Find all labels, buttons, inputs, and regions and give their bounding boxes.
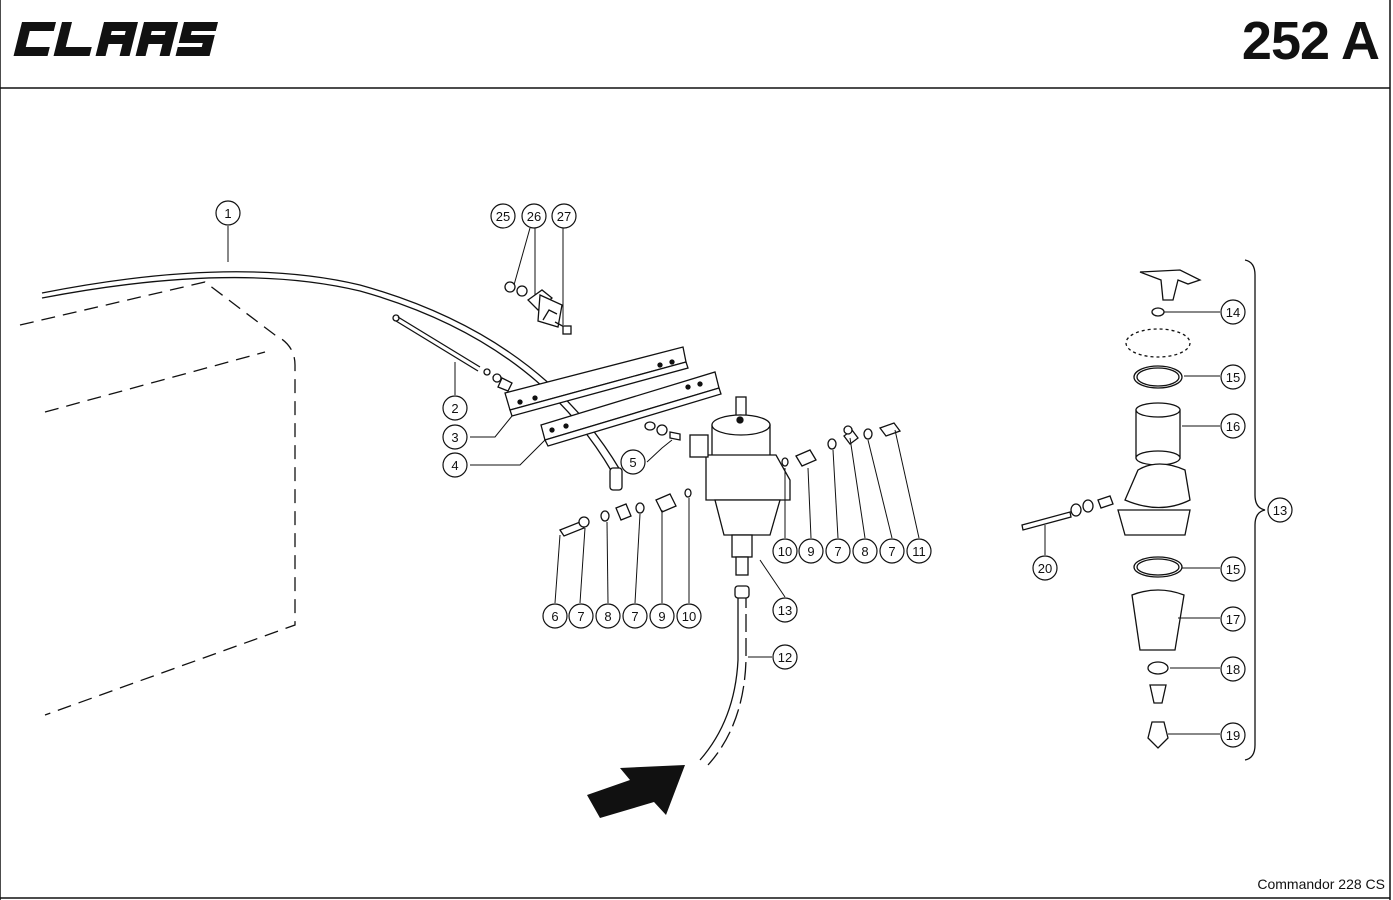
callout-4: 4	[442, 452, 468, 478]
callout-19: 19	[1220, 722, 1246, 748]
callout-14: 14	[1220, 299, 1246, 325]
callout-9: 9	[798, 538, 824, 564]
svg-text:14: 14	[1226, 305, 1240, 320]
svg-text:18: 18	[1226, 662, 1240, 677]
callout-27: 27	[551, 203, 577, 229]
svg-text:6: 6	[551, 609, 558, 624]
svg-text:8: 8	[604, 609, 611, 624]
svg-text:8: 8	[861, 544, 868, 559]
svg-text:15: 15	[1226, 370, 1240, 385]
svg-text:5: 5	[629, 455, 636, 470]
callout-10: 10	[772, 538, 798, 564]
claas-logo	[8, 14, 233, 69]
svg-text:19: 19	[1226, 728, 1240, 743]
callout-7: 7	[568, 603, 594, 629]
svg-text:7: 7	[631, 609, 638, 624]
clamp-assembly	[504, 281, 572, 335]
svg-text:12: 12	[778, 650, 792, 665]
callout-25: 25	[490, 203, 516, 229]
svg-text:16: 16	[1226, 419, 1240, 434]
svg-text:15: 15	[1226, 562, 1240, 577]
claas-logo-graphic	[13, 22, 219, 56]
bolt-20	[1021, 495, 1114, 531]
callout-20: 20	[1032, 555, 1058, 581]
mounting-brackets	[504, 346, 722, 447]
callout-18: 18	[1220, 656, 1246, 682]
callout-6: 6	[542, 603, 568, 629]
svg-text:2: 2	[451, 401, 458, 416]
fuel-hose	[699, 585, 750, 766]
fuel-tank-outline	[19, 281, 296, 716]
svg-text:10: 10	[682, 609, 696, 624]
svg-text:10: 10	[778, 544, 792, 559]
svg-text:1: 1	[224, 206, 231, 221]
svg-text:9: 9	[807, 544, 814, 559]
svg-text:26: 26	[527, 209, 541, 224]
callout-8: 8	[852, 538, 878, 564]
callout-7: 7	[825, 538, 851, 564]
callout-15: 15	[1220, 364, 1246, 390]
callout-13: 13	[1267, 497, 1293, 523]
callout-3: 3	[442, 424, 468, 450]
callout-2: 2	[442, 395, 468, 421]
svg-text:7: 7	[834, 544, 841, 559]
callout-5: 5	[620, 449, 646, 475]
callout-7: 7	[622, 603, 648, 629]
callout-12: 12	[772, 644, 798, 670]
washers-5	[644, 421, 681, 441]
flow-direction-arrow	[587, 765, 685, 818]
svg-text:25: 25	[496, 209, 510, 224]
svg-text:4: 4	[451, 458, 458, 473]
svg-text:3: 3	[451, 430, 458, 445]
fuel-filter	[689, 396, 791, 576]
callout-11: 11	[906, 538, 932, 564]
callout-17: 17	[1220, 606, 1246, 632]
callout-13: 13	[772, 597, 798, 623]
svg-text:13: 13	[1273, 503, 1287, 518]
callout-15: 15	[1220, 556, 1246, 582]
svg-text:7: 7	[577, 609, 584, 624]
left-fittings	[559, 488, 692, 537]
callout-1: 1	[215, 200, 241, 226]
svg-text:11: 11	[912, 544, 926, 559]
callout-26: 26	[521, 203, 547, 229]
callout-8: 8	[595, 603, 621, 629]
tie-rod	[392, 314, 513, 392]
callout-7: 7	[879, 538, 905, 564]
assembly-brace	[1244, 259, 1266, 761]
svg-text:27: 27	[557, 209, 571, 224]
svg-text:20: 20	[1038, 561, 1052, 576]
svg-text:9: 9	[658, 609, 665, 624]
filter-breakdown	[1117, 269, 1202, 749]
right-fittings	[781, 422, 902, 467]
leader-lines	[227, 226, 1220, 735]
callout-10: 10	[676, 603, 702, 629]
page-number: 252 A	[1241, 11, 1380, 71]
callouts: 1 2 3 4 5 6 7 8 7 9 10 10 9 7 8 7 11 12 …	[215, 200, 1293, 748]
svg-text:7: 7	[888, 544, 895, 559]
callout-16: 16	[1220, 413, 1246, 439]
svg-text:17: 17	[1226, 612, 1240, 627]
svg-text:13: 13	[778, 603, 792, 618]
model-name: Commandor 228 CS	[1257, 876, 1385, 892]
callout-9: 9	[649, 603, 675, 629]
